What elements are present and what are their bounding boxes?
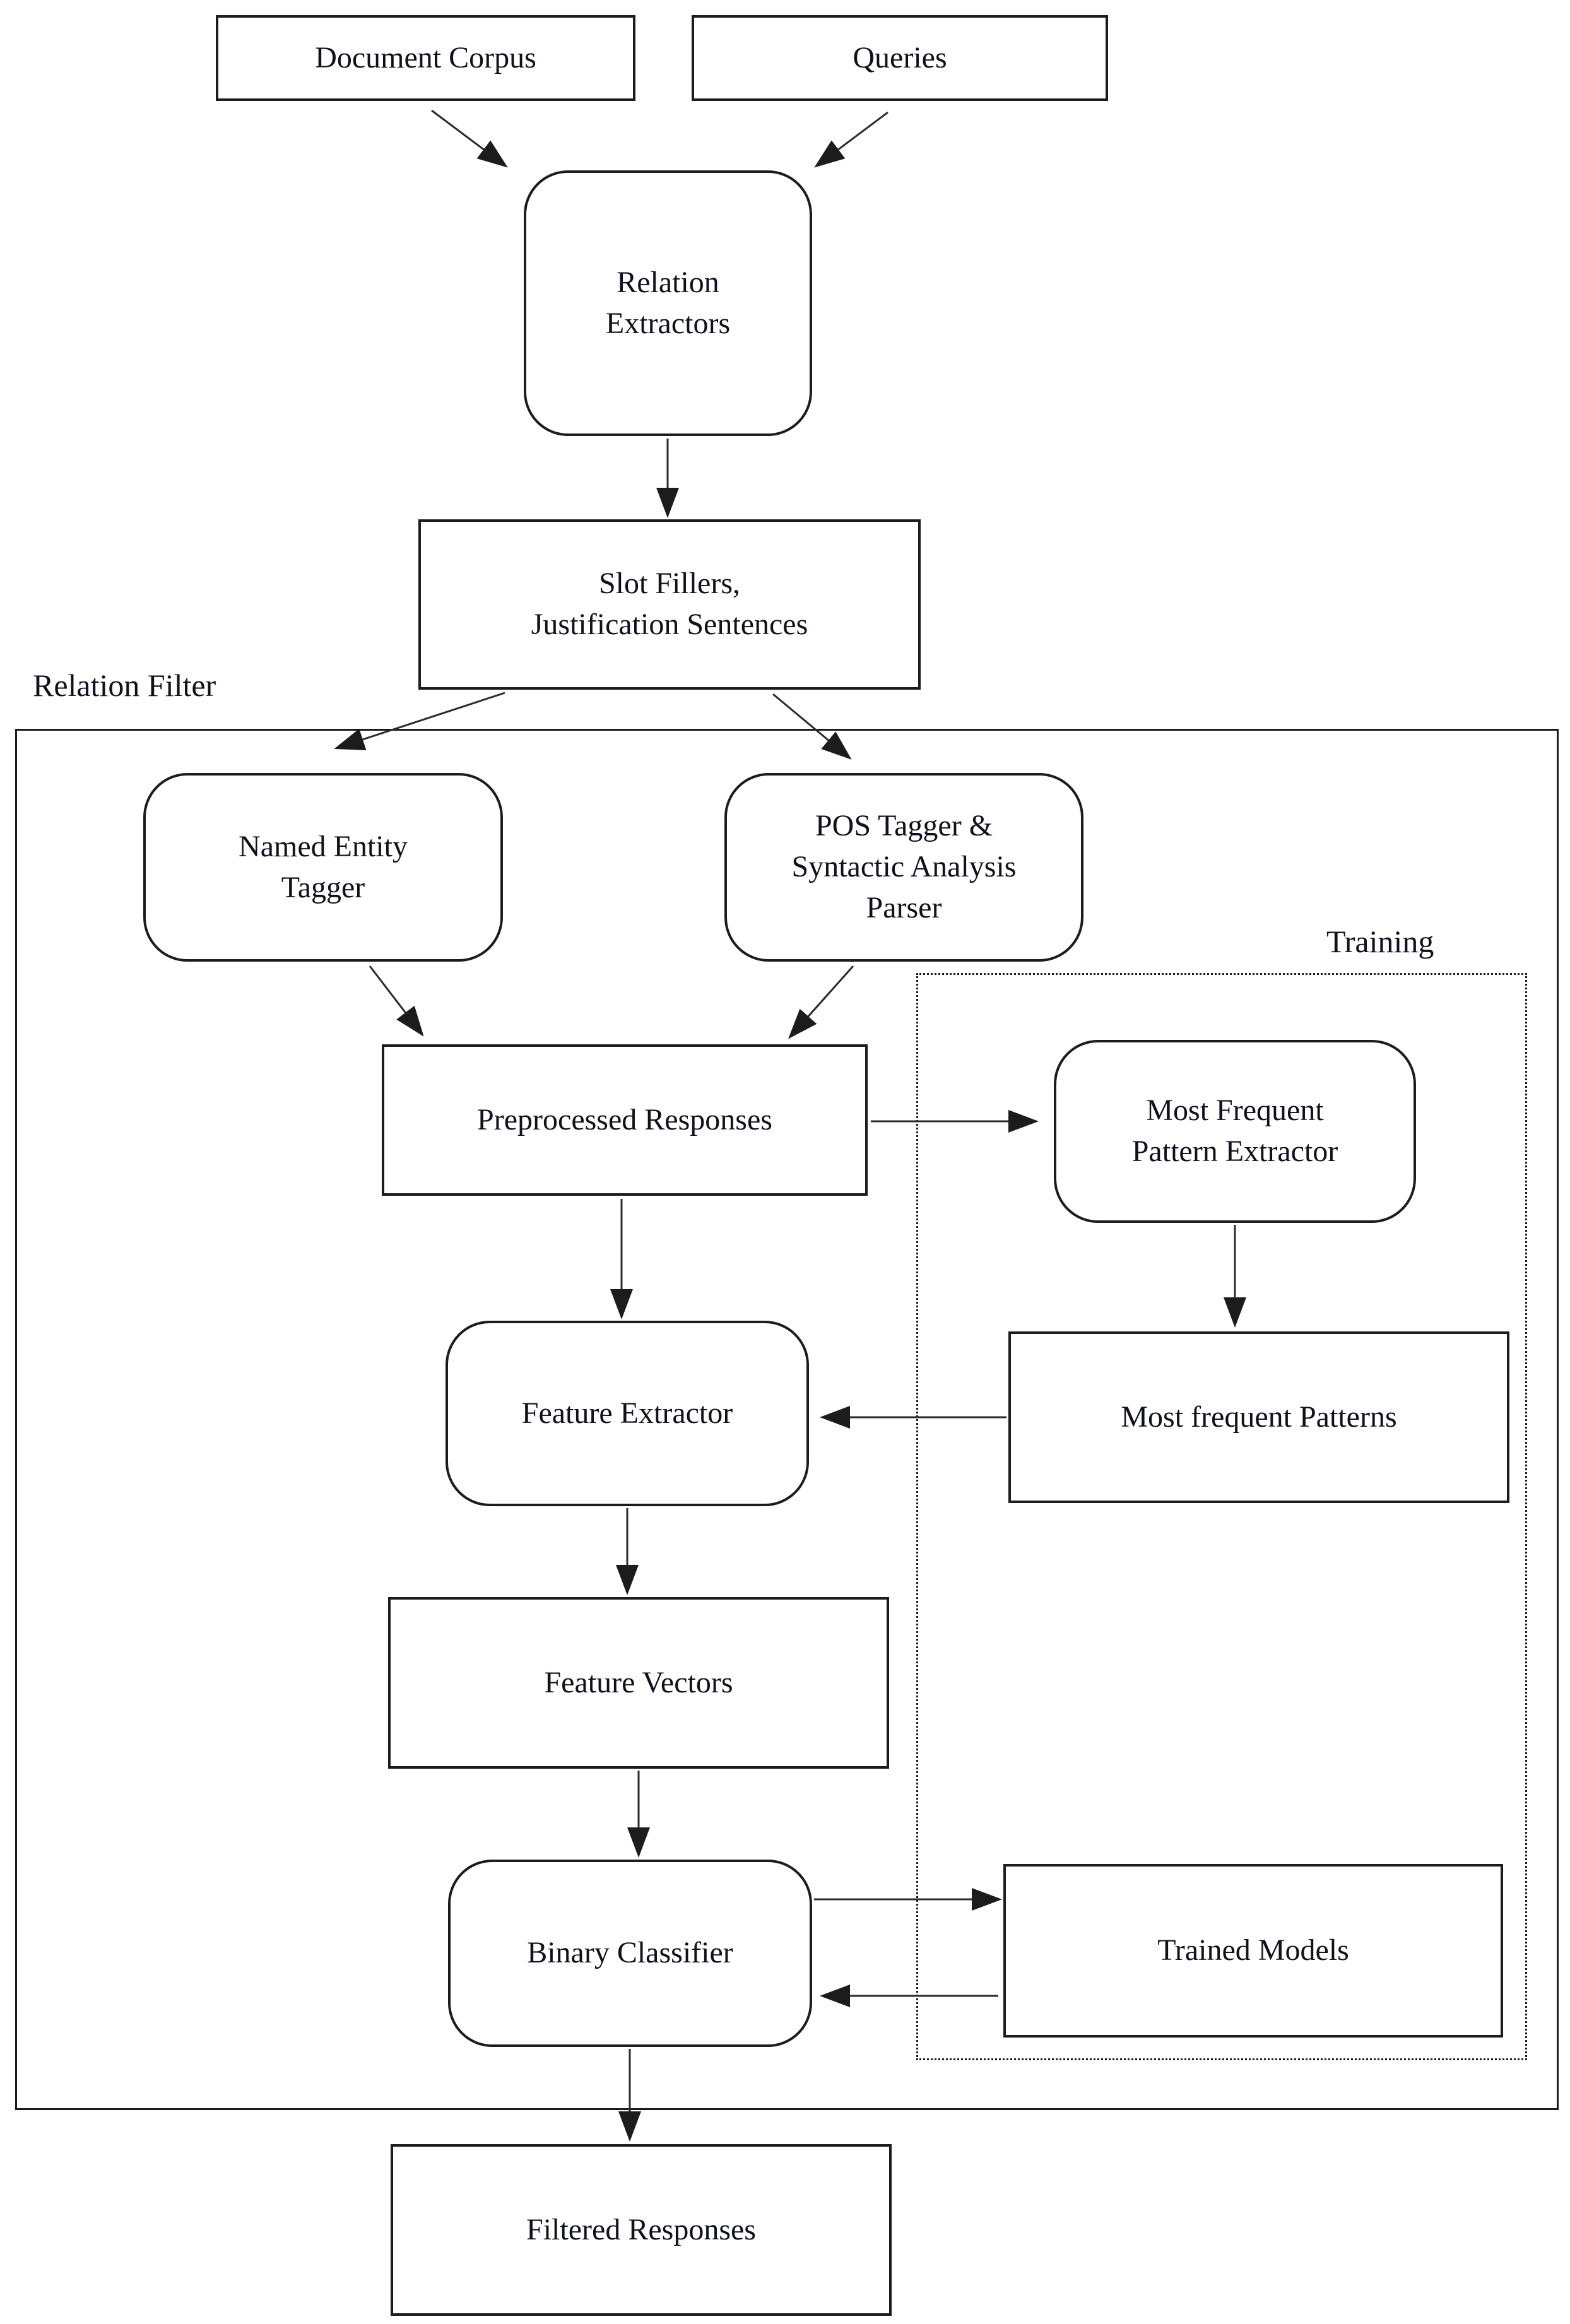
node-queries: Queries [692,15,1108,101]
edge-queries-to-relation-extractors [814,111,888,168]
node-label: Named Entity Tagger [239,829,408,904]
edge-slot-fillers-to-named-entity-tagger [334,692,505,751]
node-label: Most frequent Patterns [1121,1400,1397,1434]
node-document-corpus: Document Corpus [216,15,635,101]
node-named-entity-tagger: Named Entity Tagger [143,773,503,962]
edge-named-entity-tagger-to-preprocessed-responses [369,965,424,1037]
node-feature-extractor: Feature Extractor [446,1321,809,1506]
node-most-frequent-pattern-extractor: Most Frequent Pattern Extractor [1054,1040,1416,1223]
node-preprocessed-responses: Preprocessed Responses [382,1044,868,1196]
node-label: Document Corpus [315,40,536,74]
node-label: Preprocessed Responses [477,1102,772,1136]
node-label: Feature Vectors [544,1665,733,1699]
node-label: Binary Classifier [527,1936,733,1970]
node-relation-extractors: Relation Extractors [524,170,812,436]
node-slot-fillers: Slot Fillers, Justification Sentences [418,519,921,690]
node-label: Most Frequent Pattern Extractor [1131,1094,1338,1168]
node-label: Slot Fillers, Justification Sentences [531,567,808,641]
edge-document-corpus-to-relation-extractors [431,109,508,168]
node-label: Relation Extractors [605,265,731,340]
relation-filter-region-label: Relation Filter [33,668,216,703]
node-pos-tagger: POS Tagger & Syntactic Analysis Parser [724,773,1083,962]
edge-slot-fillers-to-pos-tagger [772,693,852,760]
relation-filter-region-box [15,729,1559,2110]
node-most-frequent-patterns: Most frequent Patterns [1008,1331,1509,1503]
node-feature-vectors: Feature Vectors [388,1597,889,1769]
node-filtered-responses: Filtered Responses [391,2144,892,2316]
training-region-box [916,973,1527,2060]
node-label: Trained Models [1157,1933,1349,1967]
training-region-label: Training [1326,924,1434,959]
node-binary-classifier: Binary Classifier [448,1860,812,2047]
node-label: Filtered Responses [526,2212,756,2246]
node-label: Queries [853,40,947,74]
node-label: POS Tagger & Syntactic Analysis Parser [791,809,1017,924]
node-label: Feature Extractor [521,1396,733,1430]
node-trained-models: Trained Models [1003,1864,1503,2038]
edge-pos-tagger-to-preprocessed-responses [788,965,854,1039]
